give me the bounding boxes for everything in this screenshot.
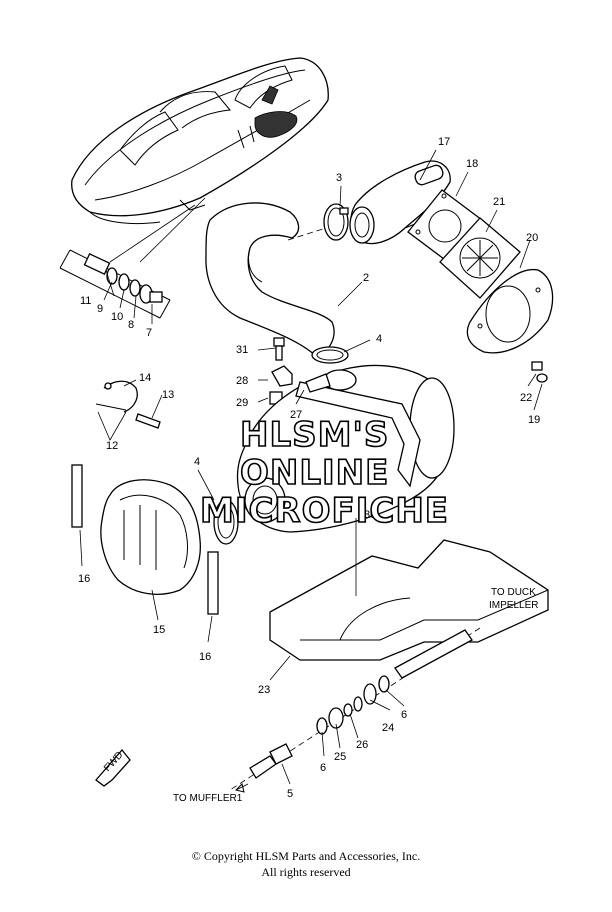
callout-7: 7: [146, 327, 152, 339]
watercraft-illustration: [71, 57, 329, 225]
callout-4-lower: 4: [194, 456, 200, 468]
callout-15: 15: [153, 624, 165, 636]
callout-11: 11: [80, 295, 91, 307]
hose-5: [249, 743, 293, 779]
callout-26: 26: [356, 739, 368, 751]
strip-16-left: [71, 464, 83, 528]
watermark-line3: MICROFICHE: [200, 491, 449, 531]
callout-3: 3: [336, 172, 342, 184]
leader-lines: [79, 149, 543, 785]
bracket-assembly-12: [95, 380, 161, 429]
hose-2: [205, 202, 346, 357]
cover-20: [466, 268, 554, 354]
callout-31: 31: [236, 344, 248, 356]
callout-20: 20: [526, 232, 538, 244]
exhaust-outlet-17: [349, 160, 451, 245]
fitting-24-6: [316, 675, 390, 735]
muffler-30: [236, 364, 455, 533]
callout-25: 25: [334, 751, 346, 763]
screen-21: [439, 217, 521, 299]
callout-13: 13: [162, 389, 174, 401]
watermark: HLSM'S ONLINE MICROFICHE: [199, 414, 449, 532]
callout-24: 24: [382, 722, 394, 734]
watermark-line2: ONLINE: [240, 453, 389, 493]
callout-9: 9: [97, 303, 103, 315]
to-duck-label-line2: IMPELLER: [489, 600, 538, 611]
bolt-31: [273, 337, 285, 361]
hose-segment: [394, 629, 473, 679]
callout-4-upper: 4: [376, 333, 382, 345]
to-muffler-label: TO MUFFLER1: [173, 793, 243, 804]
bolt-22: [531, 361, 548, 383]
clamp-3: [323, 203, 349, 241]
callout-10: 10: [111, 311, 123, 323]
callout-21: 21: [493, 196, 505, 208]
clamp-4-upper: [311, 346, 349, 364]
callout-28: 28: [236, 375, 248, 387]
foam-block-23: [269, 539, 549, 661]
callout-12: 12: [106, 440, 118, 452]
callout-23: 23: [258, 684, 270, 696]
callout-22: 22: [520, 392, 532, 404]
callout-16-left: 16: [78, 573, 90, 585]
callout-5: 5: [287, 788, 293, 800]
callout-18: 18: [466, 158, 478, 170]
callout-17: 17: [438, 136, 450, 148]
bracket-28: [271, 365, 293, 387]
copyright-line1: © Copyright HLSM Parts and Accessories, …: [191, 849, 421, 863]
strip-16-right: [207, 551, 219, 615]
callout-29: 29: [236, 397, 248, 409]
callout-6-right: 6: [401, 709, 407, 721]
tailpipe-15: [100, 479, 201, 595]
callout-numbers: 17 3 18 21 20 2 11 9 10 8 7 31 4 28 29 2…: [78, 136, 540, 800]
copyright-notice: © Copyright HLSM Parts and Accessories, …: [0, 848, 612, 880]
to-duck-label-line1: TO DUCK: [491, 587, 536, 598]
callout-8: 8: [128, 319, 134, 331]
callout-30: 30: [364, 509, 376, 521]
clamp-4-lower: [213, 499, 239, 545]
hull-fitting-assembly: [59, 249, 171, 319]
callout-6-left: 6: [320, 762, 326, 774]
fwd-arrow-icon: FWD: [95, 748, 131, 787]
callout-14: 14: [139, 372, 151, 384]
watermark-line1: HLSM'S: [240, 415, 389, 455]
callout-16-right: 16: [199, 651, 211, 663]
copyright-line2: All rights reserved: [261, 865, 351, 879]
callout-27: 27: [290, 409, 302, 421]
callout-2: 2: [363, 272, 369, 284]
callout-19: 19: [528, 414, 540, 426]
